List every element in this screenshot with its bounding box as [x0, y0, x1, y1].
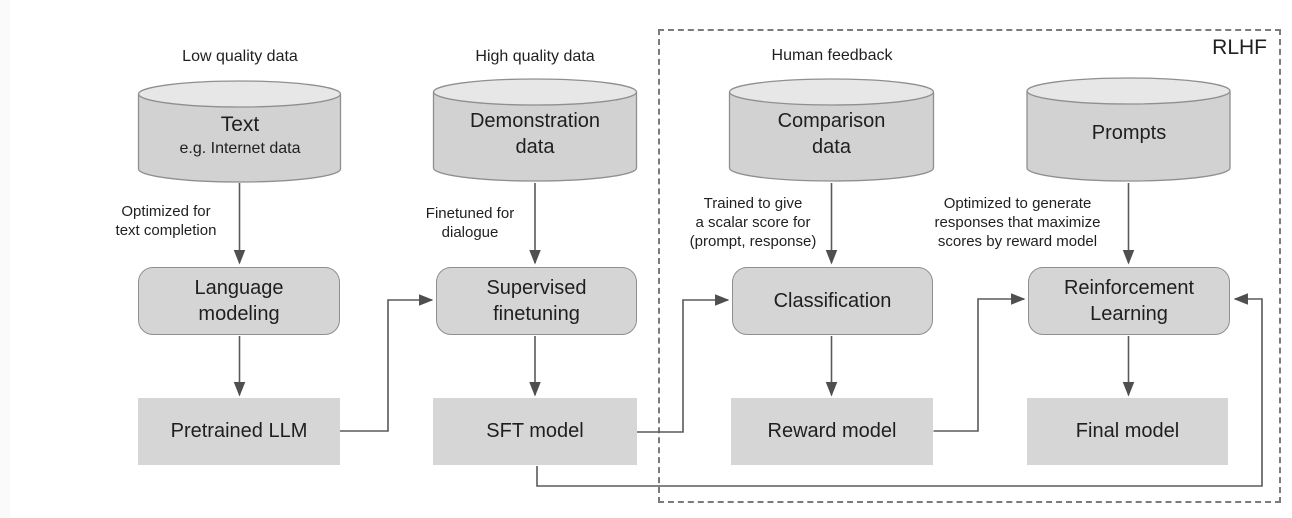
- comparison-data-cylinder: [728, 78, 935, 182]
- demonstration-data-title: Demonstration data: [469, 110, 601, 158]
- text-cylinder-label: Text e.g. Internet data: [138, 96, 342, 174]
- high-quality-data-label: High quality data: [475, 48, 595, 65]
- classification-node: Classification: [732, 267, 933, 335]
- reward-model-annotation: Trained to give a scalar score for (prom…: [689, 195, 817, 250]
- comparison-data-title: Comparison data: [777, 110, 886, 158]
- arrow-reward-model-to-reinforcement-learning: [933, 293, 1026, 432]
- sft-model-node: SFT model: [433, 398, 637, 465]
- demonstration-data-cylinder-label: Demonstration data: [433, 94, 637, 174]
- prompts-cylinder: [1026, 77, 1231, 182]
- pretraining-annotation: Optimized for text completion: [115, 203, 217, 239]
- text-cylinder-subtitle: e.g. Internet data: [179, 139, 301, 157]
- rl-annotation: Optimized to generate responses that max…: [934, 195, 1101, 250]
- text-cylinder-title: Text: [220, 112, 260, 136]
- finetuning-annotation: Finetuned for dialogue: [425, 205, 515, 241]
- arrow-sft-model-to-reinforcement-learning: [536, 293, 1263, 487]
- low-quality-data-label: Low quality data: [182, 48, 298, 65]
- comparison-data-cylinder-label: Comparison data: [729, 94, 934, 174]
- text-cylinder: [137, 80, 342, 183]
- page-left-gutter: [0, 0, 10, 518]
- human-feedback-label: Human feedback: [771, 47, 893, 64]
- rlhf-group-label: RLHF: [1212, 36, 1267, 59]
- prompts-title: Prompts: [1091, 122, 1167, 144]
- supervised-finetuning-node: Supervised finetuning: [436, 267, 637, 335]
- reward-model-node: Reward model: [731, 398, 933, 465]
- demonstration-data-cylinder: [432, 78, 638, 182]
- reinforcement-learning-node: Reinforcement Learning: [1028, 267, 1230, 335]
- arrow-pretrained-llm-to-supervised-finetuning: [340, 294, 434, 432]
- rlhf-group-box: RLHF: [658, 29, 1281, 503]
- arrow-sft-model-to-classification: [637, 294, 730, 433]
- pretrained-llm-node: Pretrained LLM: [138, 398, 340, 465]
- language-modeling-node: Language modeling: [138, 267, 340, 335]
- prompts-cylinder-label: Prompts: [1027, 93, 1231, 173]
- final-model-node: Final model: [1027, 398, 1228, 465]
